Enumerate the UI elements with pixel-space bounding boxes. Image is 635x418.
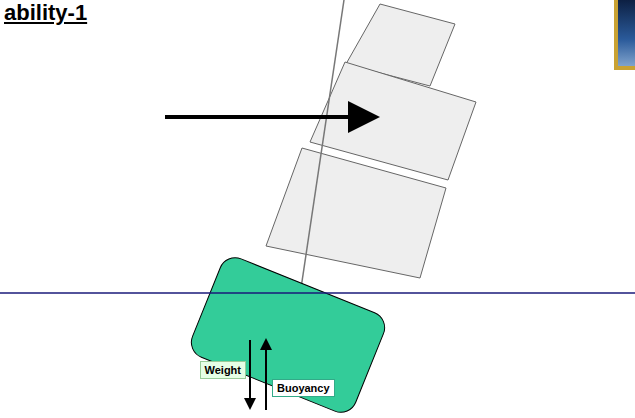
framed-picture <box>616 0 635 68</box>
label-text: Buoyancy <box>277 382 330 394</box>
buoyancy-arrow <box>265 340 267 410</box>
water-line <box>0 292 635 294</box>
wind-arrow <box>165 115 372 119</box>
force-label: Buoyancy <box>272 379 335 397</box>
weight-arrow <box>249 340 251 408</box>
mast <box>300 0 344 295</box>
label-text: Weight <box>205 364 241 376</box>
sail-panel <box>266 148 446 278</box>
hull <box>187 253 390 417</box>
slide-title: ability-1 <box>4 0 87 26</box>
force-label: Weight <box>200 361 246 379</box>
